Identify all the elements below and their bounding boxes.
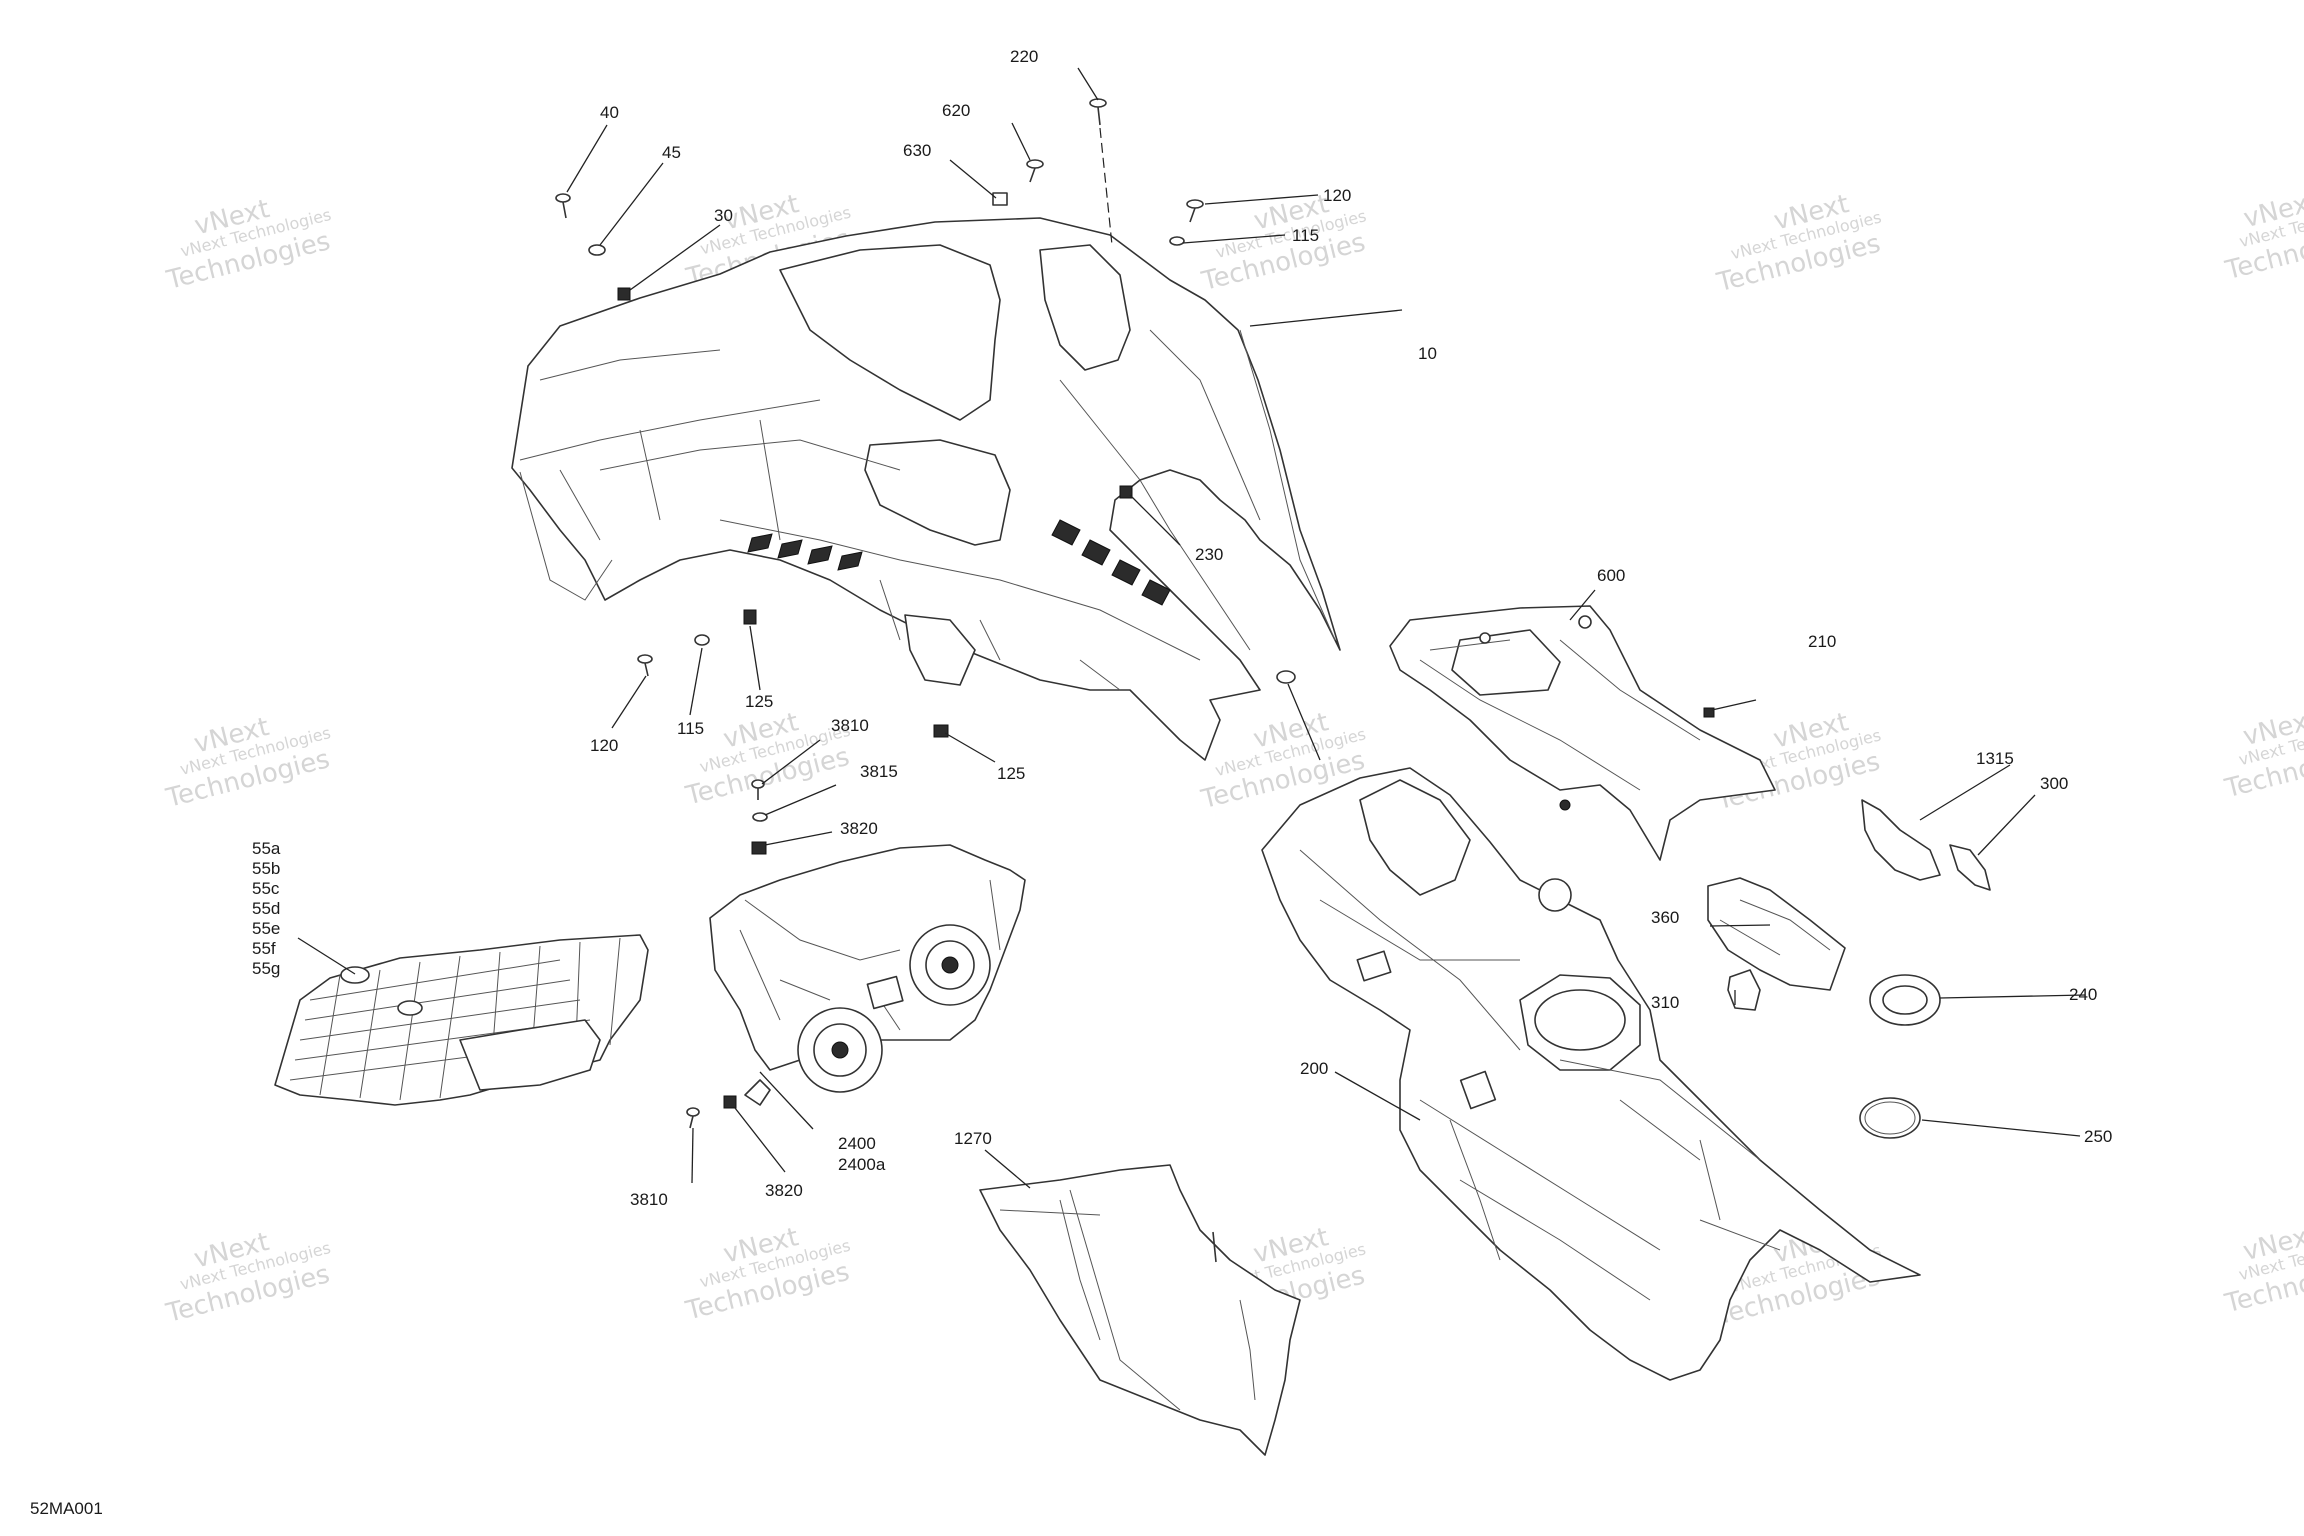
callout-55f: 55f [252,939,276,958]
callout-55b: 55b [252,859,280,878]
fasteners [555,98,1991,1139]
callout-3815: 3815 [860,762,898,781]
washer-115-left [694,634,710,646]
callout-2400: 2400 [838,1134,876,1153]
screw-3810-bottom [686,1107,700,1129]
callout-55d: 55d [252,899,280,918]
callout-220: 220 [1010,47,1038,66]
callout-200: 200 [1300,1059,1328,1078]
callout-115-top: 115 [1292,226,1319,245]
diagram-reference-code: 52MA001 [30,1499,103,1518]
part-2400-headlight [709,844,1026,1106]
washer-3815 [752,812,768,822]
callout-45: 45 [662,143,681,162]
callout-30: 30 [714,206,733,225]
callout-240: 240 [2069,985,2097,1004]
clip-30 [617,287,631,301]
callout-55g: 55g [252,959,280,978]
callout-1270: 1270 [954,1129,992,1148]
screw-620 [1026,159,1044,183]
clip-125-lower [933,724,949,738]
seal-250 [1859,1097,1921,1139]
callout-3820-top: 3820 [840,819,878,838]
washer-115-top [1169,236,1185,246]
callout-40: 40 [600,103,619,122]
clip-230 [1119,485,1133,499]
gasket-310 [1727,969,1761,1011]
clip-210 [1703,707,1715,718]
callout-210: 210 [1808,632,1836,651]
callout-10: 10 [1418,344,1437,363]
part-300 [1949,844,1991,891]
nut-3820-top [751,841,767,855]
bracket-360 [1707,877,1846,991]
part-1270-side-panel [979,1164,1301,1456]
clip-630 [992,192,1008,206]
leader-line [1249,309,1403,327]
assembly-line [1099,127,1113,246]
callout-230: 230 [1195,545,1223,564]
callout-55a: 55a [252,839,281,858]
callout-600: 600 [1597,566,1625,585]
screw-40 [555,193,571,219]
callout-3810-top: 3810 [831,716,869,735]
part-55-grille [274,934,649,1106]
callout-300: 300 [2040,774,2068,793]
bracket-1315 [1861,799,1941,881]
callout-1315: 1315 [1976,749,2014,768]
grommet [1276,670,1296,684]
nut-3820-bottom [723,1095,737,1109]
callout-120-left: 120 [590,736,618,755]
callout-55e: 55e [252,919,280,938]
screw-120-top [1186,199,1204,223]
leader-lines [297,67,2086,1189]
part-600-upper-panel [1389,605,1776,861]
part-10-front-fairing [511,217,1403,761]
callout-630: 630 [903,141,931,160]
screw-120-left [637,654,653,677]
callout-620: 620 [942,101,970,120]
callout-125: 125 [745,692,773,711]
callout-2400a: 2400a [838,1155,886,1174]
clip-125 [743,609,757,625]
callout-3820-bottom: 3820 [765,1181,803,1200]
callout-120-top: 120 [1323,186,1351,205]
callout-250: 250 [2084,1127,2112,1146]
callout-3810-bottom: 3810 [630,1190,668,1209]
callout-125-lower: 125 [997,764,1025,783]
screw-3810-top [751,779,765,800]
part-200-console [1261,767,1921,1381]
washer-45 [588,244,606,256]
screw-220 [1089,98,1107,126]
callouts: 40 45 30 220 620 630 120 115 10 230 120 … [252,47,2112,1209]
callout-55c: 55c [252,879,280,898]
callout-115-left: 115 [677,719,704,738]
callout-360: 360 [1651,908,1679,927]
callout-310: 310 [1651,993,1679,1012]
